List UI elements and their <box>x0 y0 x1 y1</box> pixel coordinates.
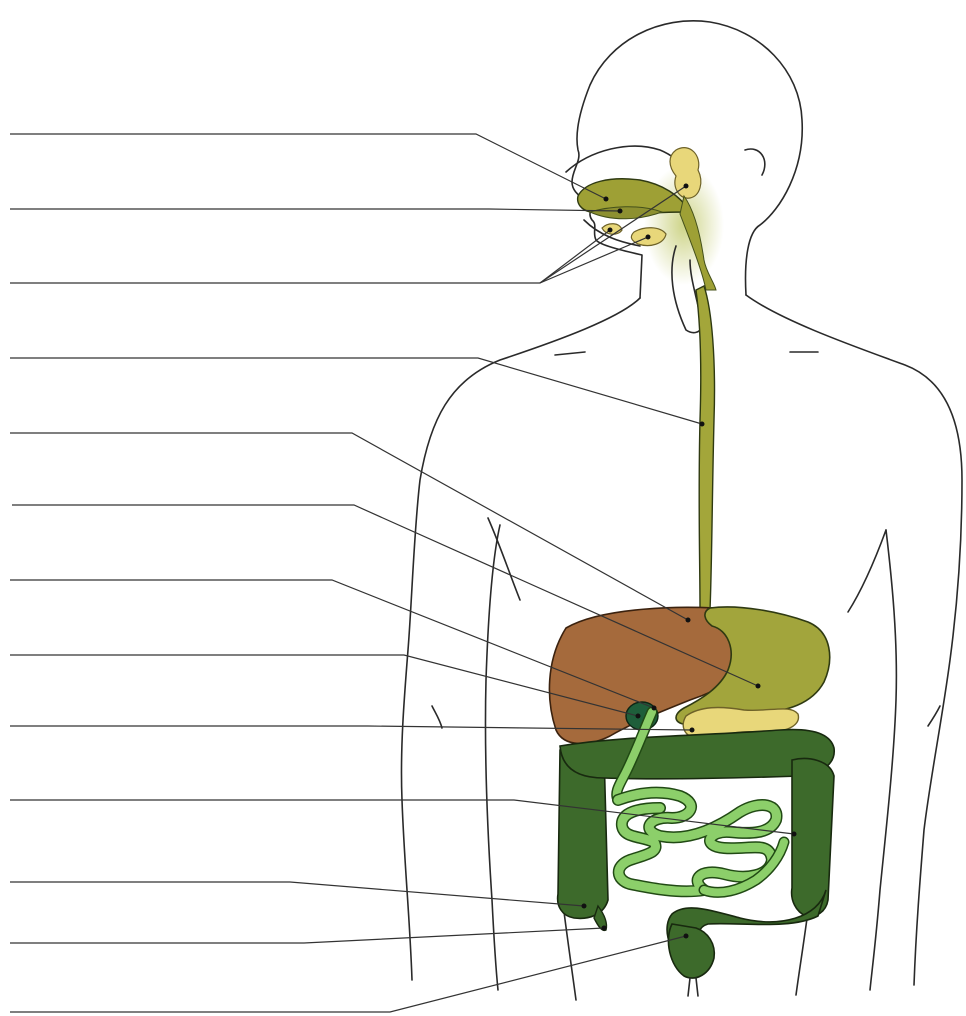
label-line-11 <box>10 882 584 906</box>
label-dot-10 <box>792 832 797 837</box>
label-line-3-branch-b <box>540 237 648 283</box>
label-line-5 <box>10 433 688 620</box>
label-line-12 <box>10 928 604 943</box>
rectum <box>668 924 714 978</box>
label-dot-11 <box>582 904 587 909</box>
label-line-4 <box>10 358 702 424</box>
left-arm-inner-outline <box>485 525 500 990</box>
label-dot-13 <box>684 934 689 939</box>
label-dot-6 <box>756 684 761 689</box>
right-chest-line <box>848 530 886 612</box>
label-line-3-branch-a <box>540 230 610 283</box>
descending-colon <box>792 759 834 917</box>
label-dot-5 <box>686 618 691 623</box>
label-dot-7 <box>652 706 657 711</box>
large-intestine <box>558 730 835 996</box>
label-dot-9 <box>690 728 695 733</box>
label-dot-3b <box>646 235 651 240</box>
label-line-13 <box>10 936 686 1012</box>
label-dot-4 <box>700 422 705 427</box>
label-dot-8 <box>636 714 641 719</box>
label-dot-3a <box>608 228 613 233</box>
esophagus <box>696 286 715 610</box>
label-dot-1 <box>604 197 609 202</box>
left-chest-line <box>488 518 520 600</box>
left-hip-mark <box>432 706 442 728</box>
label-line-1 <box>10 134 606 199</box>
right-arm-inner-outline <box>870 530 896 990</box>
left-clavicle-mark <box>555 352 585 355</box>
anus <box>688 978 698 996</box>
nasal-cavity-outline <box>566 146 684 172</box>
right-hip-mark <box>928 706 940 726</box>
label-dot-3c <box>684 184 689 189</box>
label-dot-2 <box>618 209 623 214</box>
label-line-2 <box>10 209 620 211</box>
label-dot-12 <box>602 926 607 931</box>
ear-outline <box>745 149 765 175</box>
